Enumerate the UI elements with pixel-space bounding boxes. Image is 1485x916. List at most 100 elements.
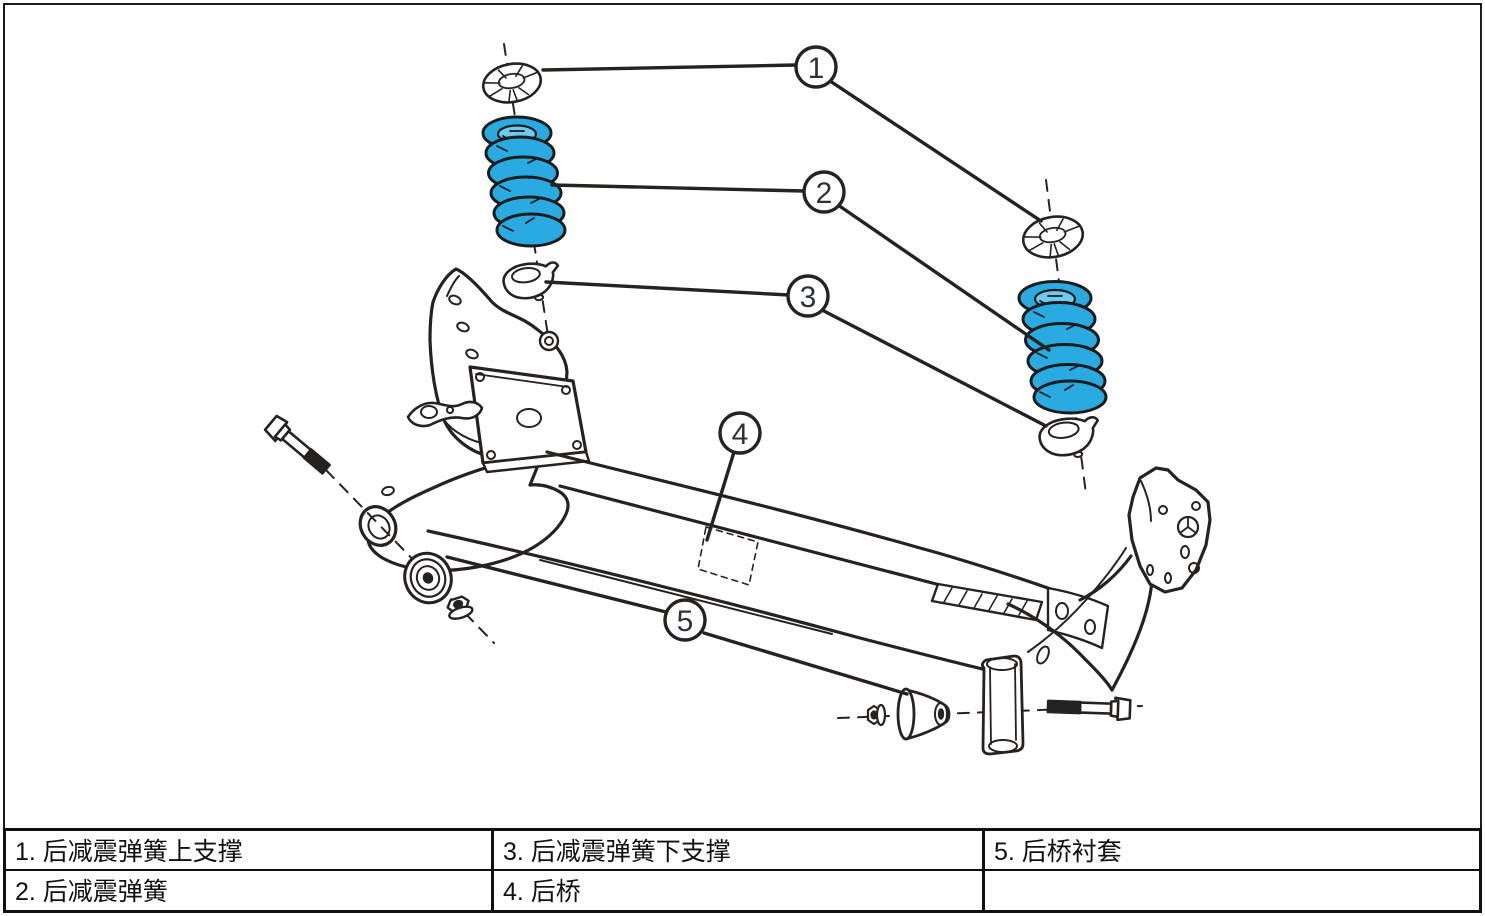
callout-circle <box>802 170 846 214</box>
upper-spring-seat-right <box>1021 215 1085 259</box>
callout-circle <box>663 598 707 642</box>
coil-separations <box>496 145 542 232</box>
bracket-hole <box>448 294 462 306</box>
flange-hole <box>1191 501 1201 511</box>
flange-hub-spokes <box>1179 516 1197 534</box>
lower-spring-seat-right <box>1038 416 1100 458</box>
legend-cell-2: 2. 后减震弹簧 <box>6 870 494 910</box>
callout-number: 2 <box>816 177 833 210</box>
right-bolt-axis <box>837 705 1143 719</box>
bushing-flange <box>896 687 916 741</box>
leader-2-right <box>836 203 1051 352</box>
legend-cell-3: 3. 后减震弹簧下支撑 <box>494 831 985 871</box>
right-arm-top <box>1078 554 1133 602</box>
right-pivot-bolt <box>1046 696 1132 722</box>
flange-hole <box>1146 564 1154 576</box>
coil-spring-left <box>481 115 567 248</box>
bolt-head <box>263 414 289 443</box>
leader-5-left <box>445 555 668 614</box>
legend-table: 1. 后减震弹簧上支撑 3. 后减震弹簧下支撑 5. 后桥衬套 2. 后减震弹簧… <box>3 828 1482 913</box>
plate-hole <box>486 450 496 460</box>
bracket-hole <box>465 348 479 360</box>
flange-hole <box>1158 505 1168 515</box>
coil-spring-right <box>1017 280 1108 415</box>
bushing-core <box>422 572 434 584</box>
legend-cell-1: 1. 后减震弹簧上支撑 <box>6 831 494 871</box>
callout-5: 5 <box>663 598 707 642</box>
seat-spokes <box>1023 218 1080 257</box>
perch-bracket-hole <box>1055 602 1069 620</box>
leader-3-right <box>820 308 1048 428</box>
bracket-eyelet-outer <box>538 330 560 352</box>
bushing-ring <box>409 558 447 598</box>
right-bushing-mount <box>981 654 1025 756</box>
callout-number: 5 <box>677 605 694 638</box>
axle-label-area <box>697 526 759 586</box>
arm-piece-hole <box>420 405 438 419</box>
nut-hole <box>452 599 464 609</box>
plate-hole <box>572 440 582 450</box>
upper-spring-seat-left <box>481 62 543 104</box>
leader-2-left <box>550 183 806 193</box>
arm-piece-rivet <box>446 406 454 414</box>
perch-bracket-hole <box>1084 619 1096 635</box>
flange-hole <box>1188 562 1200 574</box>
bracket-hole <box>456 321 470 333</box>
plate-slot <box>516 408 542 428</box>
bushing-tip <box>934 702 948 726</box>
nut-hole <box>870 710 878 720</box>
coil-separations <box>1033 311 1081 398</box>
left-pivot-bolt <box>263 414 331 475</box>
mount-top-opening <box>986 657 1018 671</box>
plate-hole <box>561 385 571 395</box>
left-axle-bushing <box>403 551 453 605</box>
legend-cell-4: 4. 后桥 <box>494 870 985 910</box>
leader-lines <box>445 63 1051 696</box>
coil <box>495 212 567 248</box>
bolt-threads <box>302 448 331 475</box>
leader-5-right <box>702 631 909 696</box>
leader-1-right <box>828 79 1043 223</box>
legend-cell-5: 5. 后桥衬套 <box>985 831 1479 871</box>
callout-circle <box>786 274 830 318</box>
bolt-shank <box>1078 701 1113 715</box>
right-arm-slot <box>1036 645 1050 665</box>
callout-number: 4 <box>732 418 749 451</box>
seat-opening <box>510 267 541 284</box>
mount-body <box>981 654 1025 756</box>
mount-inner-lines <box>989 663 1017 745</box>
bushing-tip-hole <box>937 708 945 720</box>
callout-number: 3 <box>800 281 817 314</box>
bushing-cone <box>904 688 951 741</box>
leader-3-left <box>544 280 791 297</box>
bolt-threads <box>1046 699 1082 715</box>
callout-circle <box>794 45 838 89</box>
right-perch-bracket <box>1046 586 1110 650</box>
bushing-ring <box>415 565 441 591</box>
seat-opening <box>1047 421 1080 439</box>
callout-circle <box>718 411 762 455</box>
flange-inner-edge <box>1140 480 1152 522</box>
leader-1-left <box>541 63 798 72</box>
nut-flange <box>875 703 887 727</box>
beam-top-edge <box>545 450 1082 602</box>
leader-4 <box>705 450 736 542</box>
flange-hole <box>1180 545 1190 559</box>
mount-bottom-lip <box>988 739 1018 753</box>
callout-1: 1 <box>794 45 838 89</box>
seat-foot <box>534 294 545 302</box>
left-trailing-arm <box>366 451 570 573</box>
legend-cell-empty <box>985 871 1479 911</box>
arm-hole <box>381 485 395 497</box>
seat-foot <box>1073 450 1084 458</box>
beam-bottom-edge <box>426 529 997 674</box>
callout-4: 4 <box>718 411 762 455</box>
left-flange-nut <box>446 595 474 620</box>
callout-2: 2 <box>802 170 846 214</box>
bolt-collar <box>1109 699 1120 719</box>
right-arm-front <box>1006 602 1114 692</box>
plate-hole <box>475 372 485 382</box>
right-arm-inner <box>1027 547 1127 653</box>
right-arm-to-flange <box>1110 569 1154 692</box>
seat-spokes <box>483 65 538 102</box>
